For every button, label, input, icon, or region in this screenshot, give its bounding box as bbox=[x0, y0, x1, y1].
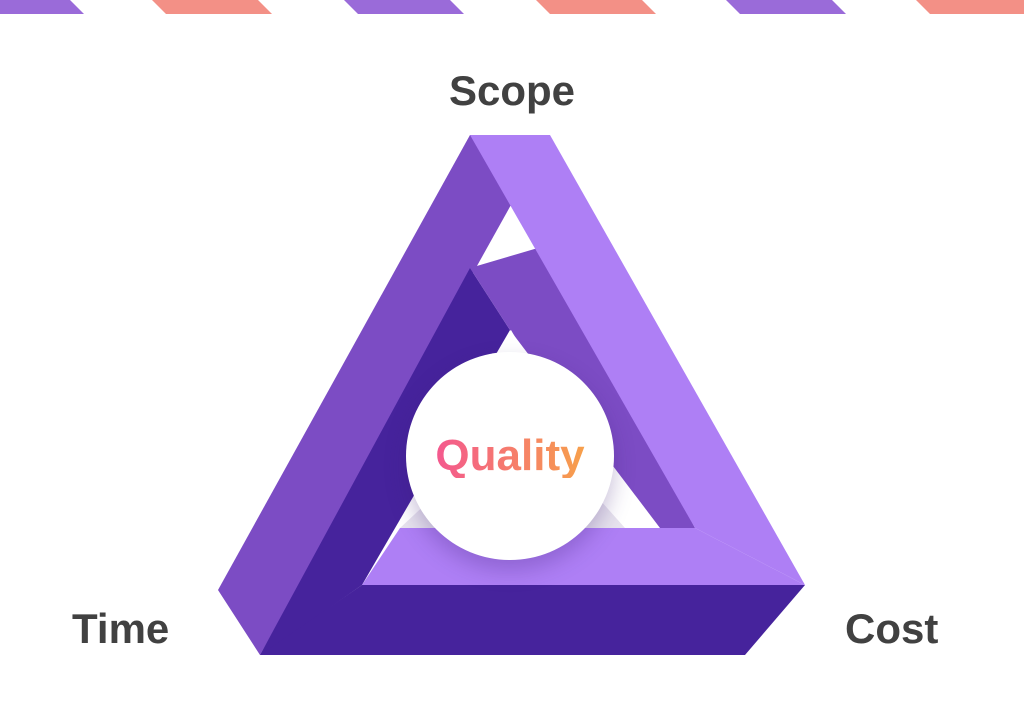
stripe-purple-1 bbox=[0, 0, 84, 14]
cost-label: Cost bbox=[845, 605, 939, 652]
stripe-purple-2 bbox=[344, 0, 464, 14]
time-label: Time bbox=[72, 605, 170, 652]
triangle-inner-left-face bbox=[260, 268, 510, 655]
quality-circle: Quality bbox=[406, 352, 614, 560]
stripe-purple-3 bbox=[726, 0, 846, 14]
triangle-right-arm bbox=[470, 135, 805, 585]
quality-label: Quality bbox=[435, 431, 585, 480]
stripe-salmon-2 bbox=[536, 0, 656, 14]
quality-pointer bbox=[496, 330, 526, 356]
stripe-salmon-1 bbox=[152, 0, 272, 14]
decorative-stripe-border bbox=[0, 0, 1024, 14]
triangle-left-arm bbox=[218, 135, 550, 655]
triangle-bottom-front-face bbox=[260, 585, 805, 655]
stripe-salmon-3 bbox=[916, 0, 1024, 14]
scope-label: Scope bbox=[448, 67, 576, 114]
